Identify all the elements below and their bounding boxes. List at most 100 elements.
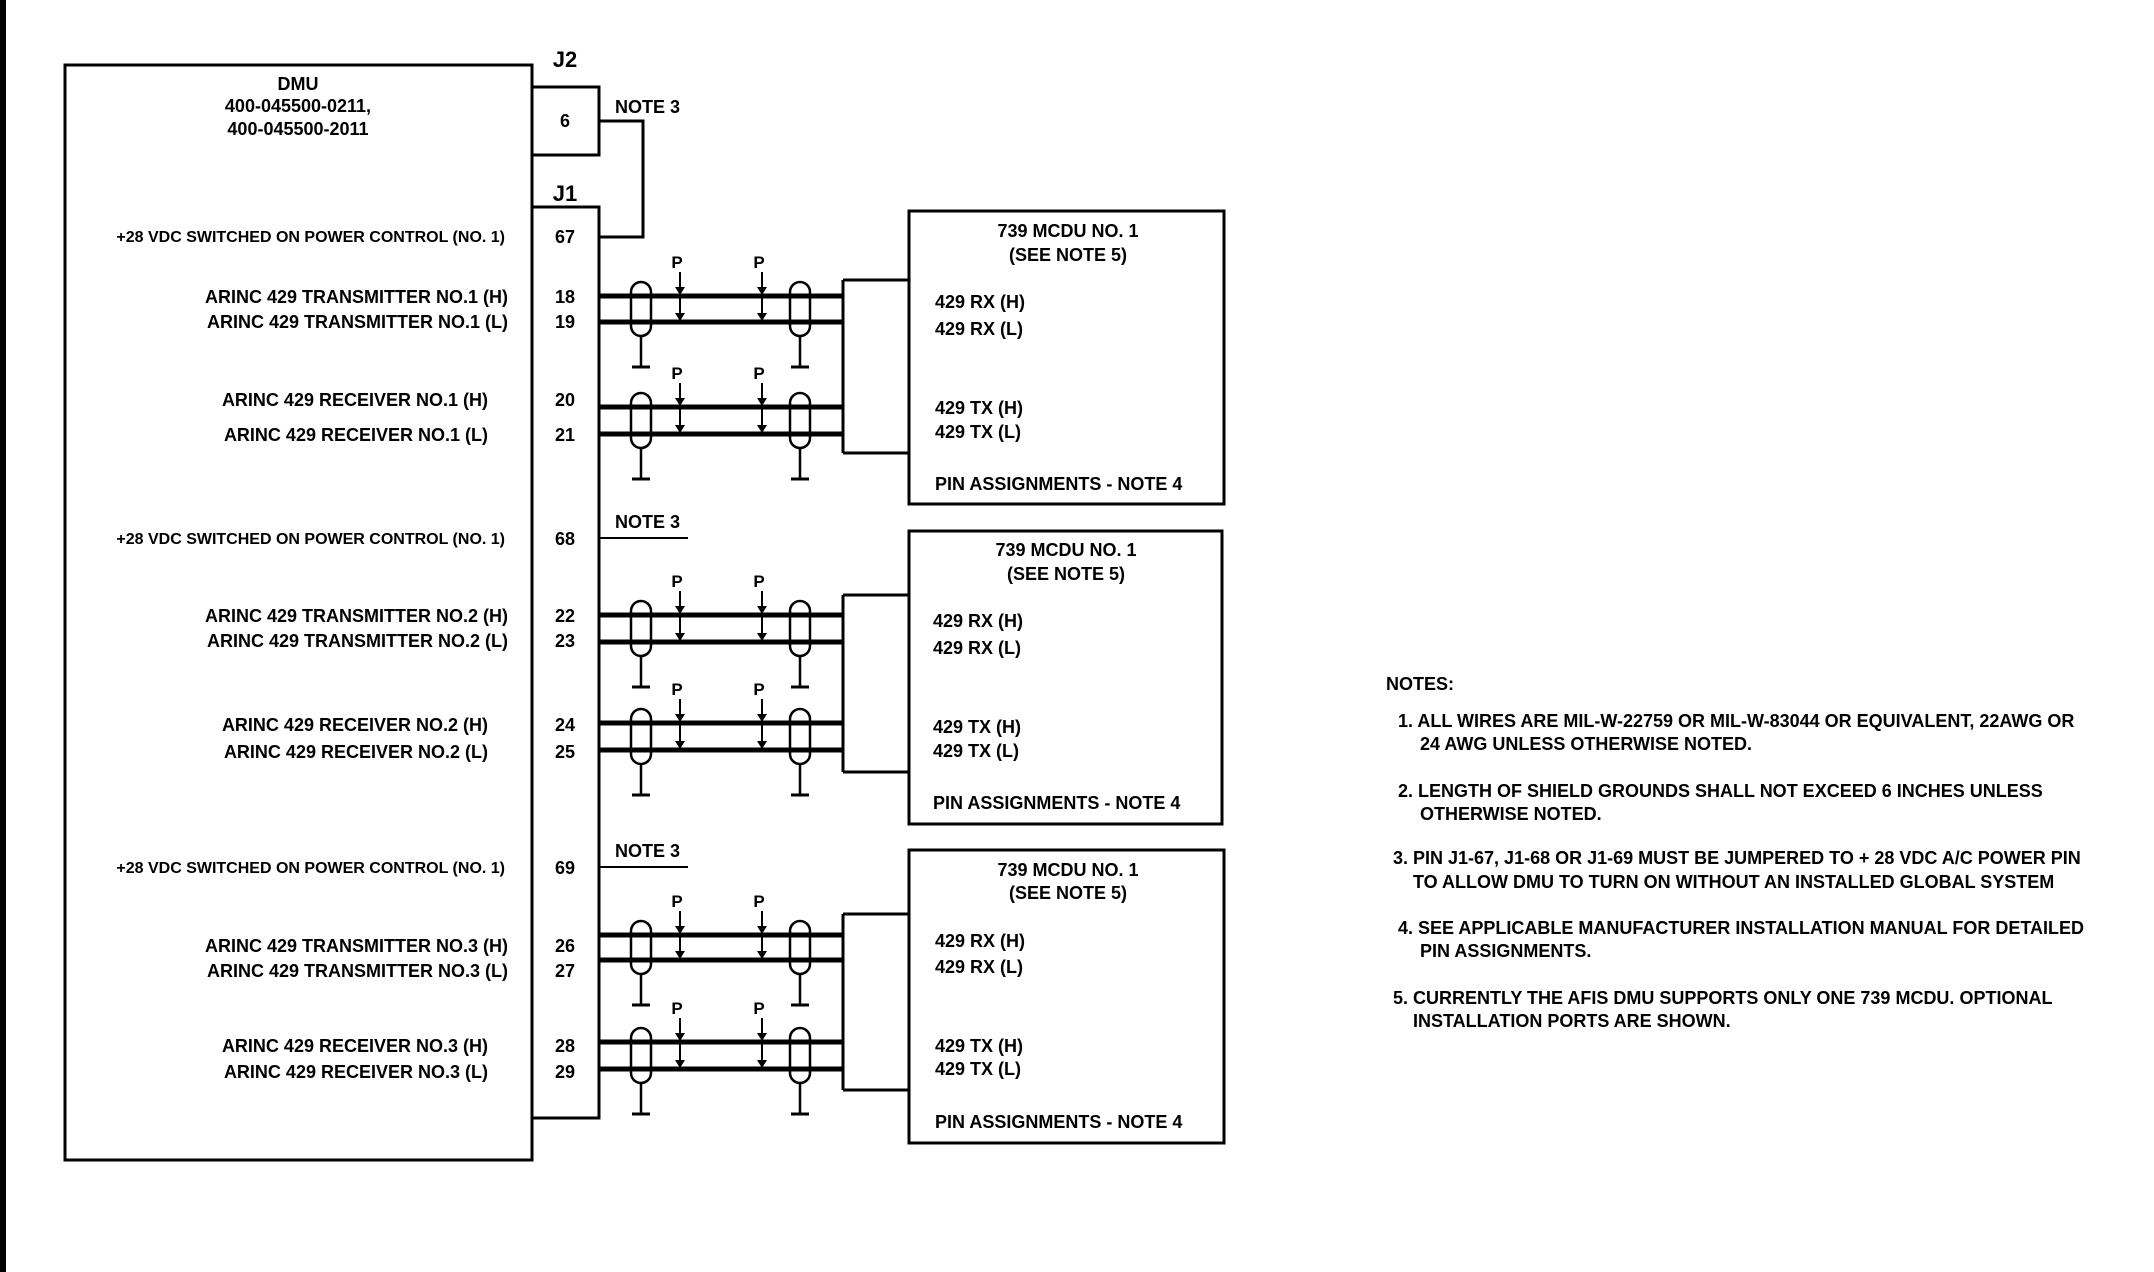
rx-h-label-1: ARINC 429 RECEIVER NO.1 (H) xyxy=(222,390,488,410)
tap-arrow-top-5-2 xyxy=(757,926,767,934)
jumper-j2-6-to-j1-67 xyxy=(599,119,645,239)
tap-arrow-top-6-1 xyxy=(675,1033,685,1041)
mcdu-2-title: 739 MCDU NO. 1 xyxy=(995,540,1136,560)
tx-l-label-3: ARINC 429 TRANSMITTER NO.3 (L) xyxy=(207,961,508,981)
mcdu-3-outline xyxy=(907,848,1226,1145)
pin-24: 24 xyxy=(555,715,575,735)
mcdu-1-tx-l: 429 TX (L) xyxy=(935,422,1021,442)
tap-arrow-bottom-4-1 xyxy=(675,741,685,749)
pin-68: 68 xyxy=(555,529,575,549)
pin-21: 21 xyxy=(555,425,575,445)
mcdu-1-rx-h: 429 RX (H) xyxy=(935,292,1025,312)
power-control-label-1: +28 VDC SWITCHED ON POWER CONTROL (NO. 1… xyxy=(116,229,505,246)
tap-marker-6-2: P xyxy=(753,999,764,1018)
pin-67: 67 xyxy=(555,227,575,247)
note-4-line-1: 4. SEE APPLICABLE MANUFACTURER INSTALLAT… xyxy=(1398,918,2084,938)
note3-label-2: NOTE 3 xyxy=(615,512,680,532)
note3-label-1: NOTE 3 xyxy=(615,97,680,117)
tx-l-label-2: ARINC 429 TRANSMITTER NO.2 (L) xyxy=(207,631,508,651)
shield-6-2 xyxy=(788,1026,812,1085)
tap-arrow-top-1-2 xyxy=(757,287,767,295)
tap-arrow-bottom-5-1 xyxy=(675,951,685,959)
tap-arrow-top-4-2 xyxy=(757,714,767,722)
pin-23: 23 xyxy=(555,631,575,651)
mcdu-box-3: 739 MCDU NO. 1 (SEE NOTE 5) 429 RX (H) 4… xyxy=(907,848,1226,1145)
tap-marker-2-2: P xyxy=(753,364,764,383)
tap-marker-1-2: P xyxy=(753,253,764,272)
mcdu-2-tx-l: 429 TX (L) xyxy=(933,741,1019,761)
tap-arrow-top-3-1 xyxy=(675,606,685,614)
dmu-title: DMU xyxy=(278,74,319,94)
mcdu-3-rx-l: 429 RX (L) xyxy=(935,957,1023,977)
mcdu-2-rx-h: 429 RX (H) xyxy=(933,611,1023,631)
pin-25: 25 xyxy=(555,742,575,762)
tap-marker-1-1: P xyxy=(671,253,682,272)
dmu-part-number-1: 400-045500-0211, xyxy=(225,96,371,116)
shield-2-2 xyxy=(788,391,812,450)
pin-69: 69 xyxy=(555,858,575,878)
rx-h-label-3: ARINC 429 RECEIVER NO.3 (H) xyxy=(222,1036,488,1056)
mcdu-3-tx-l: 429 TX (L) xyxy=(935,1059,1021,1079)
tx-h-label-1: ARINC 429 TRANSMITTER NO.1 (H) xyxy=(205,287,508,307)
mcdu-2-outline xyxy=(907,529,1224,826)
shield-6-1 xyxy=(629,1026,653,1085)
tap-marker-4-2: P xyxy=(753,680,764,699)
tap-arrow-bottom-2-1 xyxy=(675,425,685,433)
tap-arrow-bottom-6-2 xyxy=(757,1060,767,1068)
connector-j2-label: J2 xyxy=(553,47,577,72)
shield-4-2 xyxy=(788,707,812,766)
shield-4-1 xyxy=(629,707,653,766)
tap-arrow-top-6-2 xyxy=(757,1033,767,1041)
pin-27: 27 xyxy=(555,961,575,981)
tap-arrow-bottom-5-2 xyxy=(757,951,767,959)
tap-marker-2-1: P xyxy=(671,364,682,383)
tap-arrow-bottom-3-1 xyxy=(675,633,685,641)
mcdu-3-tx-h: 429 TX (H) xyxy=(935,1036,1023,1056)
tx-h-label-2: ARINC 429 TRANSMITTER NO.2 (H) xyxy=(205,606,508,626)
tap-marker-5-2: P xyxy=(753,892,764,911)
connector-j1-box xyxy=(532,205,601,1120)
left-edge-border xyxy=(0,0,6,1272)
rx-l-label-1: ARINC 429 RECEIVER NO.1 (L) xyxy=(224,425,488,445)
mcdu-2-see-note: (SEE NOTE 5) xyxy=(1007,564,1125,584)
mcdu-2-tx-h: 429 TX (H) xyxy=(933,717,1021,737)
tap-arrow-bottom-1-2 xyxy=(757,313,767,321)
mcdu-1-outline xyxy=(907,209,1226,506)
tap-marker-5-1: P xyxy=(671,892,682,911)
mcdu-3-rx-h: 429 RX (H) xyxy=(935,931,1025,951)
shield-1-2 xyxy=(788,280,812,338)
note-1-line-2: 24 AWG UNLESS OTHERWISE NOTED. xyxy=(1420,734,1752,754)
tap-arrow-bottom-4-2 xyxy=(757,741,767,749)
dmu-box xyxy=(63,63,534,1162)
mcdu-box-2: 739 MCDU NO. 1 (SEE NOTE 5) 429 RX (H) 4… xyxy=(907,529,1224,826)
rx-h-label-2: ARINC 429 RECEIVER NO.2 (H) xyxy=(222,715,488,735)
mcdu-1-pin-assignments: PIN ASSIGNMENTS - NOTE 4 xyxy=(935,474,1182,494)
mcdu-1-rx-l: 429 RX (L) xyxy=(935,319,1023,339)
rx-l-label-2: ARINC 429 RECEIVER NO.2 (L) xyxy=(224,742,488,762)
power-control-label-3: +28 VDC SWITCHED ON POWER CONTROL (NO. 1… xyxy=(116,860,505,877)
mcdu-2-pin-assignments: PIN ASSIGNMENTS - NOTE 4 xyxy=(933,793,1180,813)
pin-group-1: +28 VDC SWITCHED ON POWER CONTROL (NO. 1… xyxy=(116,227,575,445)
note-2-line-1: 2. LENGTH OF SHIELD GROUNDS SHALL NOT EX… xyxy=(1398,781,2043,801)
notes-block: NOTES: 1. ALL WIRES ARE MIL-W-22759 OR M… xyxy=(1386,674,2084,1031)
mcdu-1-see-note: (SEE NOTE 5) xyxy=(1009,245,1127,265)
connector-j1-label: J1 xyxy=(553,181,577,206)
pin-20: 20 xyxy=(555,390,575,410)
pin-19: 19 xyxy=(555,312,575,332)
j2-pin-6: 6 xyxy=(560,111,570,131)
note-1-line-1: 1. ALL WIRES ARE MIL-W-22759 OR MIL-W-83… xyxy=(1398,711,2074,731)
mcdu-1-tx-h: 429 TX (H) xyxy=(935,398,1023,418)
tap-arrow-bottom-6-1 xyxy=(675,1060,685,1068)
mcdu-3-see-note: (SEE NOTE 5) xyxy=(1009,883,1127,903)
rx-l-label-3: ARINC 429 RECEIVER NO.3 (L) xyxy=(224,1062,488,1082)
tap-arrow-top-2-1 xyxy=(675,398,685,406)
tap-marker-4-1: P xyxy=(671,680,682,699)
shield-5-1 xyxy=(629,919,653,976)
tap-marker-3-2: P xyxy=(753,572,764,591)
mcdu-1-title: 739 MCDU NO. 1 xyxy=(997,221,1138,241)
notes-heading: NOTES: xyxy=(1386,674,1454,694)
tx-l-label-1: ARINC 429 TRANSMITTER NO.1 (L) xyxy=(207,312,508,332)
pin-26: 26 xyxy=(555,936,575,956)
